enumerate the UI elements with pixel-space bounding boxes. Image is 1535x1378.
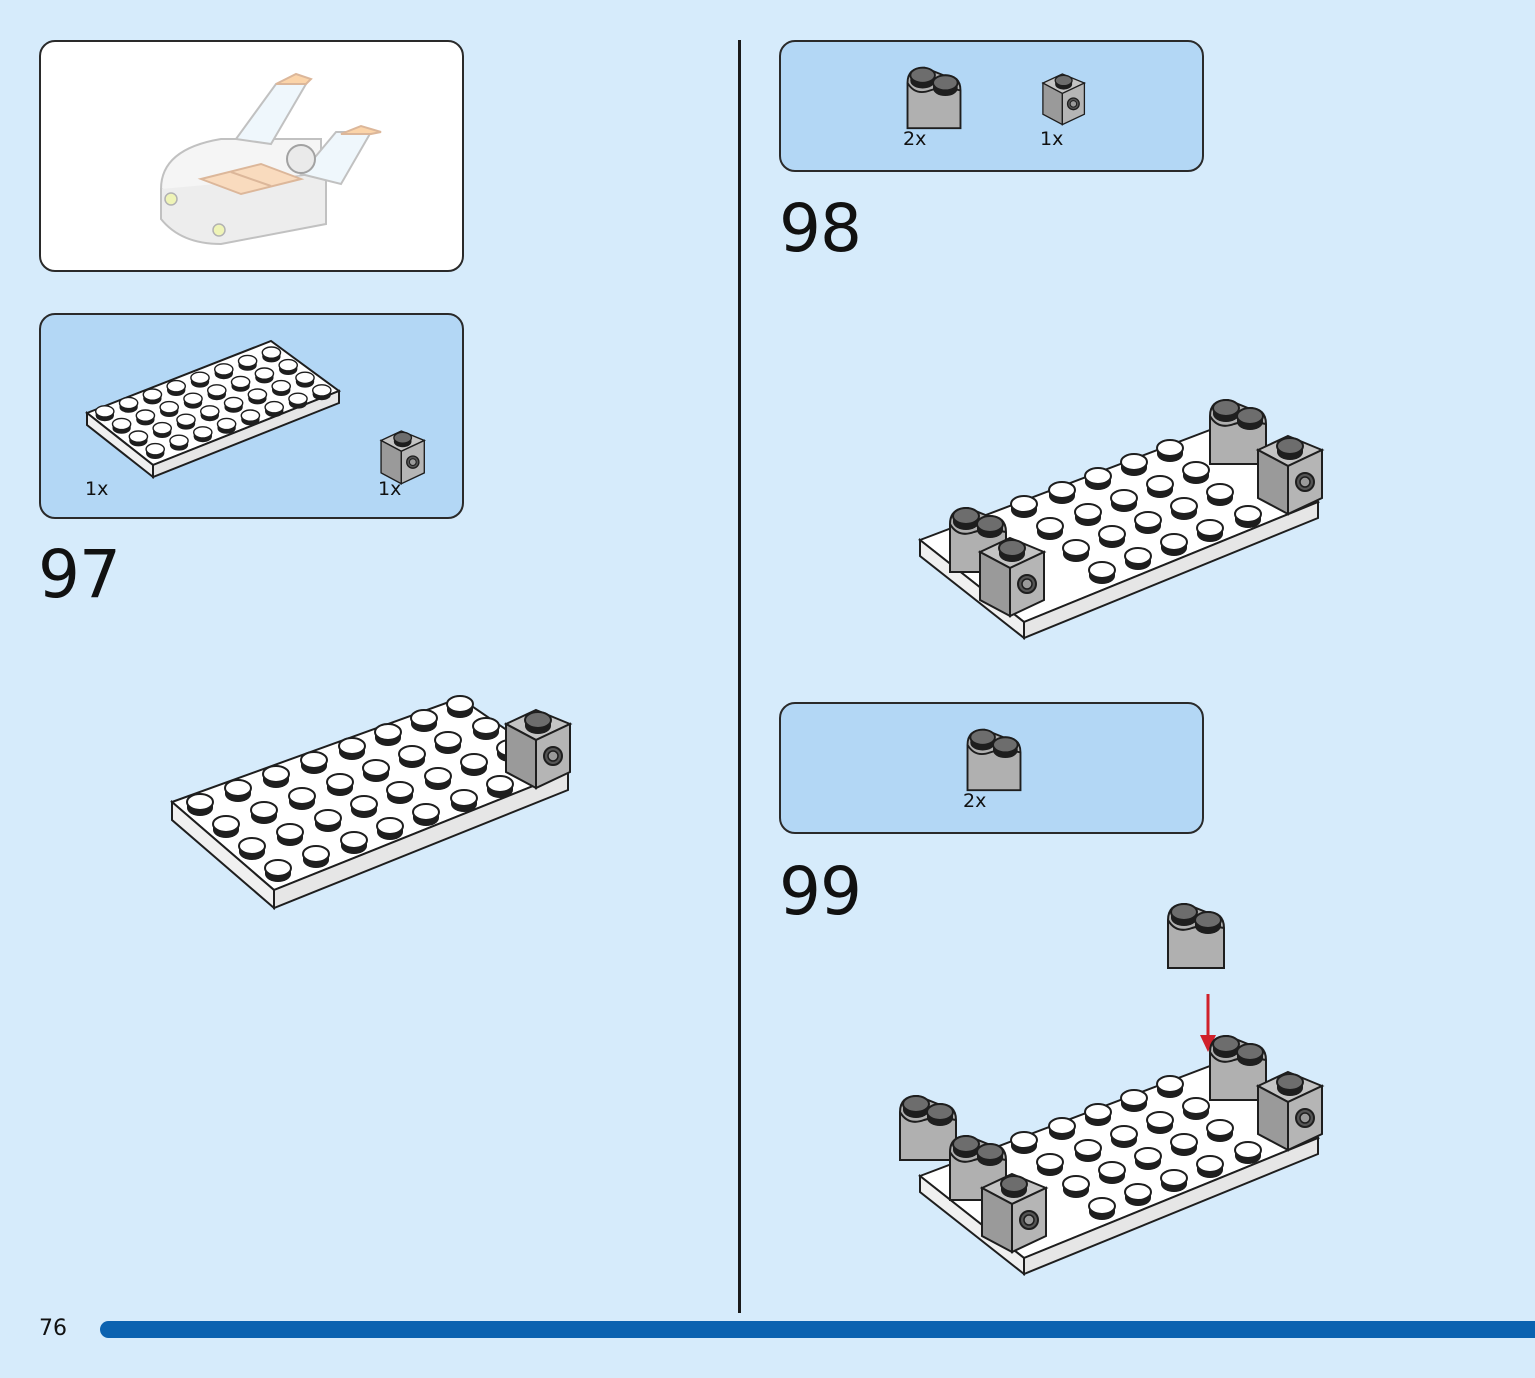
step-99-build-illustration bbox=[898, 890, 1328, 1277]
grey-1x1-brick-with-stud-icon bbox=[1039, 66, 1087, 130]
step-number: 99 bbox=[779, 853, 862, 930]
step-99-parts-box: 2x bbox=[779, 702, 1204, 834]
step-number: 98 bbox=[779, 190, 862, 267]
step-number: 97 bbox=[38, 536, 121, 613]
page-number: 76 bbox=[39, 1316, 67, 1341]
column-divider bbox=[738, 40, 741, 1313]
part-qty: 1x bbox=[1040, 128, 1064, 150]
part-qty: 2x bbox=[903, 128, 927, 150]
step-98-build-illustration bbox=[917, 390, 1328, 641]
white-4x8-plate-icon bbox=[85, 339, 342, 480]
grey-1x2-curved-brick-icon bbox=[961, 724, 1027, 794]
step-98-parts-box: 2x 1x bbox=[779, 40, 1204, 172]
submodel-preview-box bbox=[39, 40, 464, 272]
step-97-parts-box: 1x 1x bbox=[39, 313, 464, 519]
progress-bar bbox=[100, 1321, 1535, 1338]
part-qty: 1x bbox=[85, 478, 109, 500]
step-97-build-illustration bbox=[170, 695, 580, 911]
part-qty: 2x bbox=[963, 790, 987, 812]
completed-submodel-preview-icon bbox=[159, 72, 382, 246]
grey-1x2-curved-brick-icon bbox=[901, 62, 967, 132]
part-qty: 1x bbox=[378, 478, 402, 500]
